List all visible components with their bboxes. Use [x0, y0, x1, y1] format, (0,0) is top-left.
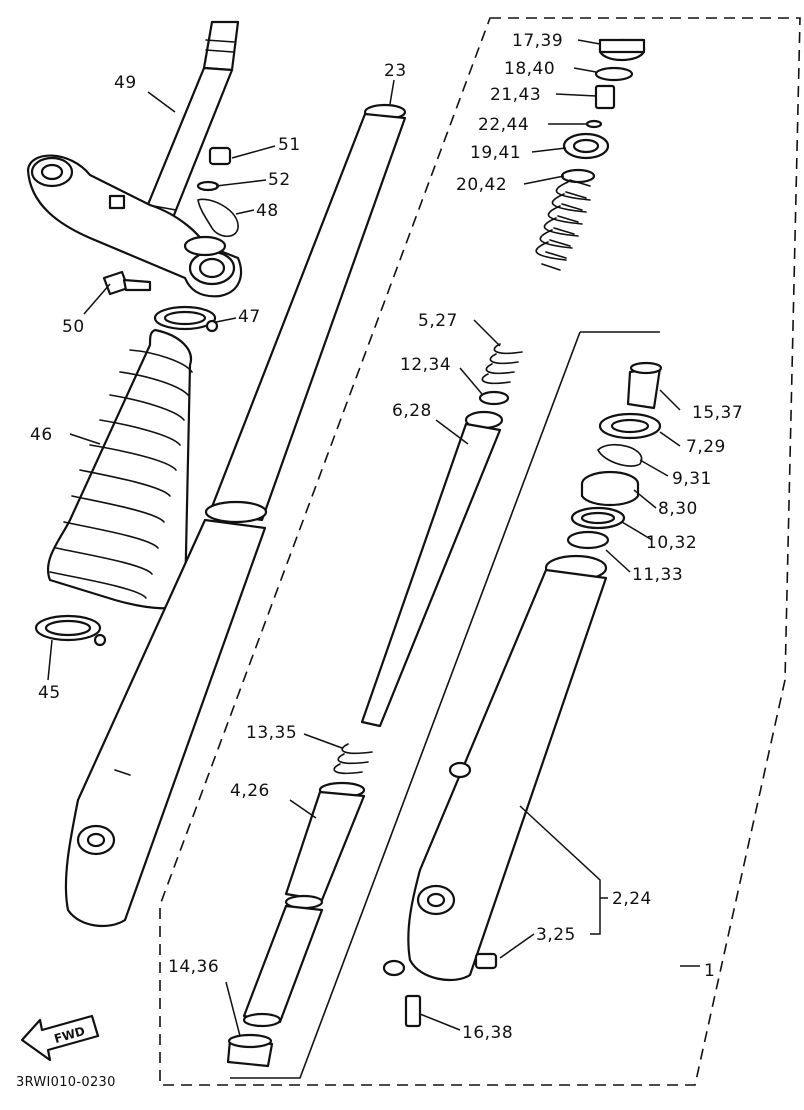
- callout-4-26: 4,26: [230, 781, 270, 801]
- callout-1: 1: [704, 961, 715, 981]
- cylinder-4-26: [242, 781, 366, 1028]
- steering-stem: [138, 20, 240, 232]
- assembly-boundary-solid: [230, 331, 660, 1079]
- washer-52: [196, 180, 220, 192]
- callout-20-42: 20,42: [456, 175, 507, 195]
- oil-seal-7-29: [598, 412, 662, 440]
- callout-11-33: 11,33: [632, 565, 683, 585]
- callout-10-32: 10,32: [646, 533, 697, 553]
- left-outer-tube: [64, 518, 267, 927]
- callout-23: 23: [384, 61, 407, 81]
- bolt-51: [208, 146, 232, 166]
- under-bracket: [26, 154, 243, 298]
- dust-seal-15-37: [626, 361, 663, 410]
- callout-16-38: 16,38: [462, 1023, 513, 1043]
- bolt-16-38: [404, 994, 422, 1028]
- callout-22-44: 22,44: [478, 115, 529, 135]
- callout-46: 46: [30, 425, 53, 445]
- callout-labels: 49 23 17,39 18,40 21,43 22,44 19,41 20,4…: [30, 31, 743, 1043]
- callout-21-43: 21,43: [490, 85, 541, 105]
- rebound-spring-5-27: [481, 343, 523, 385]
- bolt-50: [102, 270, 152, 296]
- bushing-14-36: [226, 1033, 274, 1068]
- callout-7-29: 7,29: [686, 437, 726, 457]
- callout-12-34: 12,34: [400, 355, 451, 375]
- callout-51: 51: [278, 135, 301, 155]
- bushing-11-33: [566, 530, 610, 550]
- callout-50: 50: [62, 317, 85, 337]
- spring-seat-19-41: [562, 132, 610, 160]
- callout-49: 49: [114, 73, 137, 93]
- callout-13-35: 13,35: [246, 723, 297, 743]
- callout-18-40: 18,40: [504, 59, 555, 79]
- callout-15-37: 15,37: [692, 403, 743, 423]
- clip-48: [197, 198, 239, 238]
- callout-6-28: 6,28: [392, 401, 432, 421]
- diagram-code: 3RWI010-0230: [16, 1075, 116, 1090]
- adjuster-21-43: [594, 84, 616, 110]
- inner-tube-23: [204, 103, 407, 524]
- assembly-boundary-dashed: [159, 17, 801, 1086]
- callout-14-36: 14,36: [168, 957, 219, 977]
- damper-rod-6-28: [360, 410, 504, 728]
- clip-9-31: [597, 443, 643, 467]
- fork-boot-46: [47, 328, 193, 610]
- bolt-3-25: [474, 952, 498, 970]
- callout-45: 45: [38, 683, 61, 703]
- clamp-45: [34, 614, 107, 647]
- callout-5-27: 5,27: [418, 311, 458, 331]
- ring-12-34: [478, 390, 510, 406]
- callout-2-24: 2,24: [612, 889, 652, 909]
- washer-22-44: [585, 119, 603, 129]
- fork-spring: [535, 179, 591, 271]
- callout-52: 52: [268, 170, 291, 190]
- washer-8-30: [580, 470, 640, 506]
- right-outer-tube: [382, 554, 608, 982]
- leader-lines: [47, 39, 700, 1037]
- o-ring-18-40: [594, 66, 634, 82]
- spring-13-35: [333, 743, 373, 775]
- spacer-20-42: [560, 168, 596, 184]
- callout-3-25: 3,25: [536, 925, 576, 945]
- callout-17-39: 17,39: [512, 31, 563, 51]
- callout-47: 47: [238, 307, 261, 327]
- clamp-47: [153, 305, 219, 333]
- callout-8-30: 8,30: [658, 499, 698, 519]
- fwd-arrow-icon: FWD: [20, 1014, 100, 1062]
- callout-9-31: 9,31: [672, 469, 712, 489]
- cap-bolt-17-39: [598, 38, 646, 62]
- callout-48: 48: [256, 201, 279, 221]
- bushing-10-32: [570, 506, 626, 530]
- callout-19-41: 19,41: [470, 143, 521, 163]
